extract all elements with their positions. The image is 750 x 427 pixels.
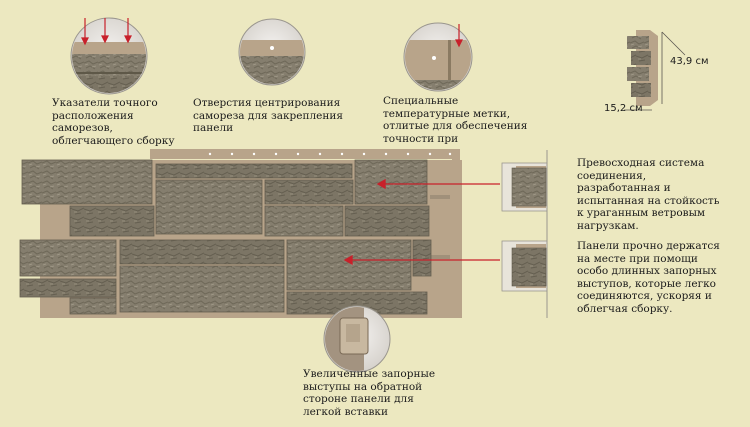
panel-arrows xyxy=(343,178,500,266)
pointer-zoom-circle xyxy=(70,17,148,95)
joint-detail-bottom xyxy=(501,240,548,292)
height-dimension: 43,9 см xyxy=(670,56,709,67)
hold-caption: Панели прочно держатся на месте при помо… xyxy=(577,240,720,315)
marks-zoom-circle xyxy=(403,22,473,92)
marks-caption: Специальные температурные метки, отлитые… xyxy=(383,95,528,145)
pointers-caption: Указатели точного расположения саморезов… xyxy=(52,97,175,147)
pointer-arrows xyxy=(81,18,463,48)
holes-zoom-circle xyxy=(238,18,306,86)
locks-caption: Увеличенные запорные выступы на обратной… xyxy=(303,368,436,418)
lock-zoom-circle xyxy=(323,305,391,373)
panel-end-sample xyxy=(624,30,686,111)
wall-panel xyxy=(19,149,462,318)
joint-detail-top xyxy=(501,162,548,212)
holes-caption: Отверстия центрирования самореза для зак… xyxy=(193,97,343,134)
width-dimension: 15,2 см xyxy=(604,103,643,114)
system-caption: Превосходная система соединения, разрабо… xyxy=(577,157,720,232)
